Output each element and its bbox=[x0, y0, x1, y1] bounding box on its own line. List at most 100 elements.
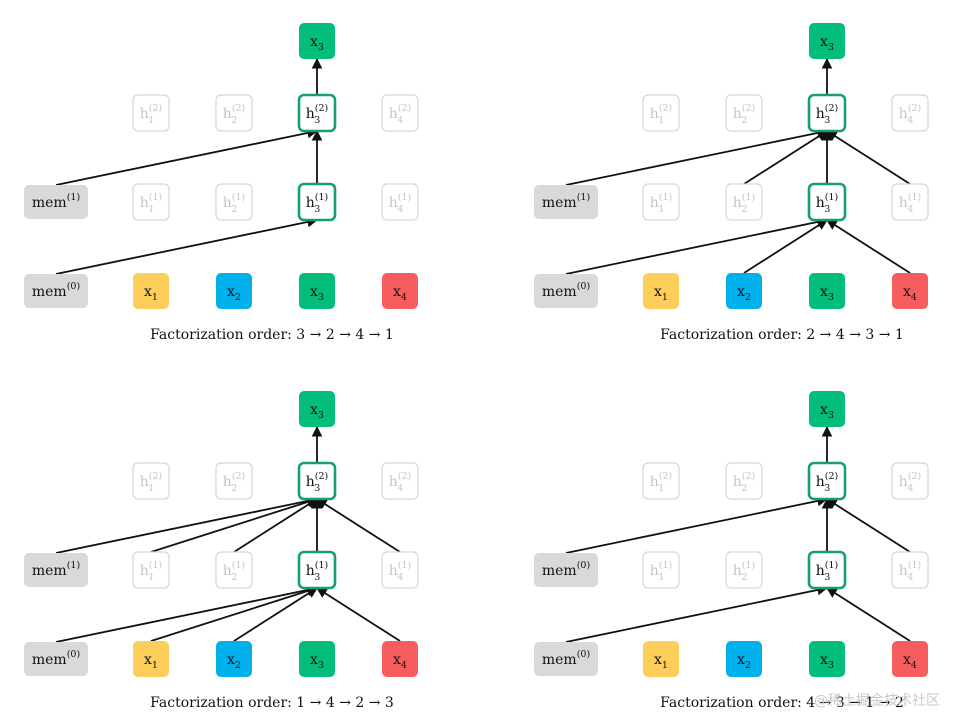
input-x2-label: x2 bbox=[227, 284, 241, 303]
hidden-h2-2-label: h(2)2 bbox=[733, 471, 756, 494]
mem-top-label: mem(1) bbox=[32, 192, 80, 211]
watermark-text: @稀土掘金技术社区 bbox=[814, 693, 940, 709]
target-x3-label: x3 bbox=[310, 34, 324, 53]
input-x1-label: x1 bbox=[654, 284, 668, 303]
mem-top-box bbox=[24, 185, 88, 219]
input-x3-box bbox=[299, 641, 335, 677]
target-x3-label: x3 bbox=[310, 402, 324, 421]
edge-mem_top-to-h2-3 bbox=[565, 495, 829, 554]
hidden-h1-1-box bbox=[132, 183, 170, 221]
edge-mem_bottom-to-h1-3 bbox=[55, 584, 319, 643]
hidden-h2-4-label: h(2)4 bbox=[389, 471, 412, 494]
edges bbox=[55, 57, 323, 275]
input-x1-box bbox=[643, 641, 679, 677]
hidden-h2-1-box bbox=[132, 94, 170, 132]
input-x1-label: x1 bbox=[144, 652, 158, 671]
edges bbox=[565, 57, 911, 275]
hidden-h1-2-box bbox=[725, 551, 763, 589]
hidden-h1-4-box bbox=[891, 183, 929, 221]
mem-bottom-box bbox=[24, 642, 88, 676]
input-x4-box bbox=[892, 273, 928, 309]
hidden-h1-4-label: h(1)4 bbox=[389, 560, 412, 583]
hidden-h1-4-box bbox=[381, 183, 419, 221]
input-x2-box bbox=[216, 641, 252, 677]
edge-mem_top-to-h2-3 bbox=[565, 127, 829, 186]
hidden-h2-1-box bbox=[132, 462, 170, 500]
target-x3-label: x3 bbox=[820, 402, 834, 421]
hidden-h1-3-box bbox=[807, 550, 847, 590]
edge-x4-to-h1-3 bbox=[826, 219, 911, 274]
edge-h1_4-to-h2-3 bbox=[826, 130, 911, 185]
edge-h1_4-to-h2-3 bbox=[826, 498, 911, 553]
target-x3-box bbox=[299, 23, 335, 59]
hidden-h2-3-box bbox=[807, 93, 847, 133]
input-x4-box bbox=[382, 641, 418, 677]
hidden-h2-1-label: h(2)1 bbox=[650, 103, 673, 126]
hidden-h1-2-label: h(1)2 bbox=[733, 192, 756, 215]
edge-h1_1-to-h2-3 bbox=[150, 496, 319, 553]
hidden-h1-1-label: h(1)1 bbox=[140, 192, 163, 215]
hidden-h2-3-box bbox=[297, 461, 337, 501]
input-x1-label: x1 bbox=[654, 652, 668, 671]
mem-bottom-label: mem(0) bbox=[32, 649, 80, 668]
hidden-h1-1-box bbox=[642, 183, 680, 221]
input-x4-label: x4 bbox=[393, 284, 407, 303]
input-x1-box bbox=[133, 273, 169, 309]
mem-top-label: mem(1) bbox=[32, 560, 80, 579]
hidden-h2-2-label: h(2)2 bbox=[733, 103, 756, 126]
input-x3-label: x3 bbox=[310, 284, 324, 303]
hidden-h2-4-label: h(2)4 bbox=[899, 471, 922, 494]
input-x2-label: x2 bbox=[227, 652, 241, 671]
hidden-h2-2-label: h(2)2 bbox=[223, 103, 246, 126]
hidden-h1-1-box bbox=[132, 551, 170, 589]
hidden-h1-4-label: h(1)4 bbox=[389, 192, 412, 215]
hidden-h1-3-box bbox=[297, 182, 337, 222]
edges bbox=[55, 425, 401, 643]
hidden-h2-3-label: h(2)3 bbox=[816, 103, 839, 126]
panel-caption: Factorization order: 2 → 4 → 3 → 1 bbox=[660, 327, 904, 343]
hidden-h1-1-box bbox=[642, 551, 680, 589]
hidden-h1-2-box bbox=[215, 551, 253, 589]
panel-caption: Factorization order: 1 → 4 → 2 → 3 bbox=[150, 695, 394, 711]
hidden-h2-3-box bbox=[807, 461, 847, 501]
hidden-h2-3-box bbox=[297, 93, 337, 133]
hidden-h2-4-label: h(2)4 bbox=[389, 103, 412, 126]
mem-bottom-box bbox=[534, 274, 598, 308]
input-x4-label: x4 bbox=[903, 284, 917, 303]
hidden-h2-1-box bbox=[642, 462, 680, 500]
hidden-h1-3-label: h(1)3 bbox=[306, 192, 329, 215]
edge-x2-to-h1-3 bbox=[233, 587, 318, 642]
input-x3-box bbox=[809, 273, 845, 309]
mem-bottom-box bbox=[24, 274, 88, 308]
hidden-h1-2-label: h(1)2 bbox=[223, 560, 246, 583]
hidden-h2-1-box bbox=[642, 94, 680, 132]
input-x2-label: x2 bbox=[737, 652, 751, 671]
input-x2-box bbox=[726, 273, 762, 309]
hidden-h2-4-box bbox=[381, 462, 419, 500]
hidden-h2-4-label: h(2)4 bbox=[899, 103, 922, 126]
input-x3-box bbox=[299, 273, 335, 309]
hidden-h2-2-box bbox=[215, 462, 253, 500]
input-x3-label: x3 bbox=[310, 652, 324, 671]
edge-mem_top-to-h2-3 bbox=[55, 127, 319, 186]
input-x4-box bbox=[892, 641, 928, 677]
edges bbox=[565, 425, 911, 643]
hidden-h2-1-label: h(2)1 bbox=[650, 471, 673, 494]
mem-top-box bbox=[24, 553, 88, 587]
hidden-h1-1-label: h(1)1 bbox=[650, 560, 673, 583]
edge-mem_bottom-to-h1-3 bbox=[565, 584, 829, 643]
hidden-h2-3-label: h(2)3 bbox=[306, 103, 329, 126]
input-x3-box bbox=[809, 641, 845, 677]
input-x4-label: x4 bbox=[393, 652, 407, 671]
hidden-h2-4-box bbox=[891, 94, 929, 132]
hidden-h2-2-box bbox=[725, 94, 763, 132]
input-x4-label: x4 bbox=[903, 652, 917, 671]
hidden-h1-2-label: h(1)2 bbox=[223, 192, 246, 215]
hidden-h2-3-label: h(2)3 bbox=[816, 471, 839, 494]
edge-h1_2-to-h2-3 bbox=[743, 130, 828, 185]
input-x2-label: x2 bbox=[737, 284, 751, 303]
edge-x4-to-h1-3 bbox=[826, 587, 911, 642]
